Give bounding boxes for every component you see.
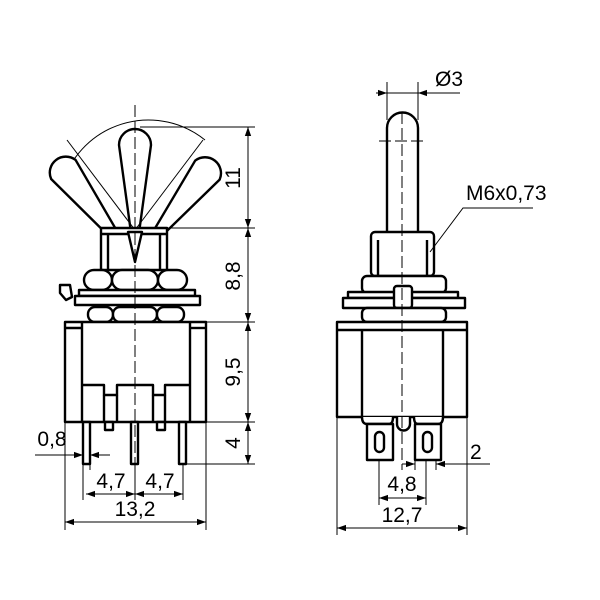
actuator-nub bbox=[395, 417, 412, 432]
dim-bushing-height: 8,8 bbox=[222, 261, 245, 290]
front-view: 11 8,8 9,5 4 0,8 4,7 4,7 13,2 bbox=[35, 105, 255, 530]
thread-leader-line bbox=[429, 207, 533, 253]
side-dimensions: Ø3 M6x0,73 2 4,8 12,7 bbox=[336, 68, 547, 535]
dim-lever-diameter: Ø3 bbox=[435, 68, 463, 91]
dim-thread: M6x0,73 bbox=[466, 182, 547, 205]
washer bbox=[73, 294, 202, 307]
dim-pin-width: 0,8 bbox=[37, 428, 66, 451]
dim-terminal-pitch: 4,8 bbox=[387, 473, 416, 496]
dim-terminal-width: 2 bbox=[470, 441, 482, 464]
terminals bbox=[360, 416, 445, 462]
lower-nut bbox=[86, 305, 186, 324]
vertical-dimensions: 11 8,8 9,5 4 bbox=[140, 126, 255, 465]
lock-tab bbox=[392, 284, 414, 310]
dim-lever-height: 11 bbox=[222, 167, 245, 189]
dim-body-height: 9,5 bbox=[222, 357, 245, 386]
dim-body-width: 12,7 bbox=[382, 504, 423, 527]
dim-body-width: 13,2 bbox=[115, 498, 156, 521]
dim-pin-pitch-left: 4,7 bbox=[96, 470, 125, 493]
dim-pin-pitch-right: 4,7 bbox=[145, 470, 174, 493]
lock-tab bbox=[58, 283, 74, 302]
bushing bbox=[369, 230, 436, 278]
side-view: Ø3 M6x0,73 2 4,8 12,7 bbox=[335, 68, 547, 535]
lower-nut bbox=[360, 306, 448, 324]
horizontal-dimensions: 0,8 4,7 4,7 13,2 bbox=[35, 422, 207, 530]
dim-pin-length: 4 bbox=[222, 437, 245, 449]
